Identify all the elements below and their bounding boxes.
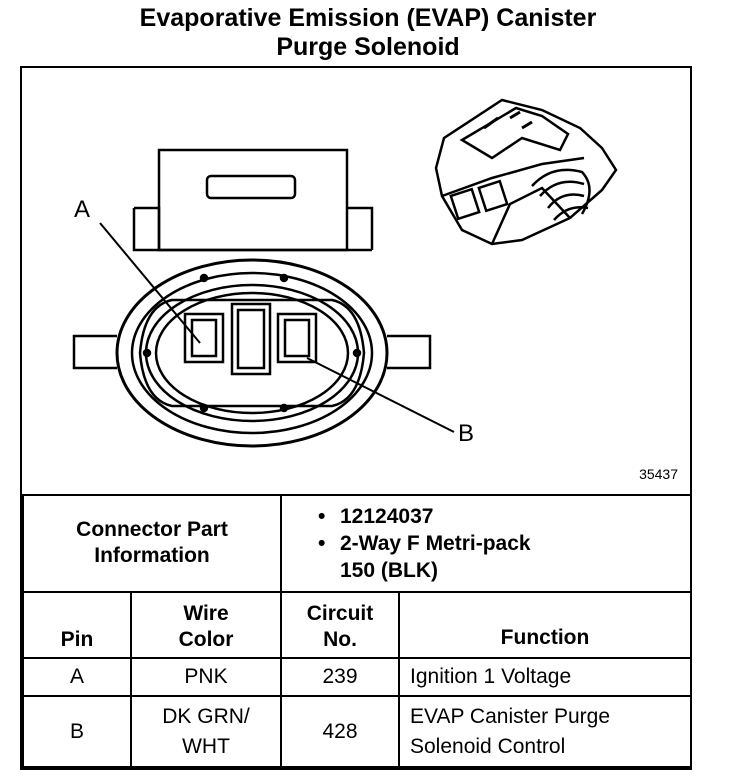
- bullet-icon: •: [318, 504, 326, 528]
- connector-figure: A B 35437: [22, 68, 690, 496]
- connector-info-label-line-1: Connector Part: [76, 518, 228, 542]
- pin-b-label: B: [458, 420, 475, 447]
- connector-info-label: Connector Part Information: [22, 494, 282, 593]
- header-circuit-no: Circuit No.: [280, 590, 400, 660]
- figure-number: 35437: [639, 466, 678, 482]
- row-pin: B: [22, 695, 132, 768]
- row-wire-color: PNK: [130, 657, 282, 698]
- connector-drawing: [72, 98, 618, 448]
- pin-table-header: Pin Wire Color Circuit No. Function: [22, 590, 693, 660]
- row-wire-color: DK GRN/ WHT: [130, 695, 282, 768]
- part-number: 12124037: [340, 504, 434, 528]
- connector-info-item: • 12124037: [318, 503, 684, 530]
- header-function: Function: [397, 590, 693, 660]
- connector-series: 150 (BLK): [340, 558, 439, 582]
- connector-type: 2-Way F Metri-pack: [340, 531, 531, 555]
- connector-face-view: [72, 148, 455, 448]
- row-circuit: 239: [280, 657, 400, 698]
- header-wire-color: Wire Color: [130, 590, 282, 660]
- pin-a-label: A: [74, 196, 91, 223]
- connector-info-list: • 12124037 • 2-Way F Metri-pack 150 (BLK…: [279, 494, 693, 593]
- row-function: Ignition 1 Voltage: [397, 657, 693, 698]
- title-line-2: Purge Solenoid: [276, 33, 460, 61]
- page-title: Evaporative Emission (EVAP) Canister Pur…: [0, 4, 736, 62]
- connector-perspective-view: [434, 98, 618, 246]
- row-pin: A: [22, 657, 132, 698]
- connector-info-row: Connector Part Information • 12124037 • …: [22, 494, 693, 593]
- table-row: A PNK 239 Ignition 1 Voltage: [22, 657, 693, 698]
- connector-info-item: • 2-Way F Metri-pack: [318, 530, 684, 557]
- table-row: B DK GRN/ WHT 428 EVAP Canister Purge So…: [22, 695, 693, 768]
- row-function: EVAP Canister Purge Solenoid Control: [397, 695, 693, 768]
- row-circuit: 428: [280, 695, 400, 768]
- connector-info-item: 150 (BLK): [318, 557, 684, 584]
- bullet-icon: •: [318, 531, 326, 555]
- connector-table: Connector Part Information • 12124037 • …: [22, 494, 693, 768]
- header-pin: Pin: [22, 590, 132, 660]
- connector-info-label-line-2: Information: [94, 544, 210, 568]
- title-line-1: Evaporative Emission (EVAP) Canister: [139, 4, 597, 32]
- diagram-frame: A B 35437 Connector Part Information • 1…: [20, 66, 693, 770]
